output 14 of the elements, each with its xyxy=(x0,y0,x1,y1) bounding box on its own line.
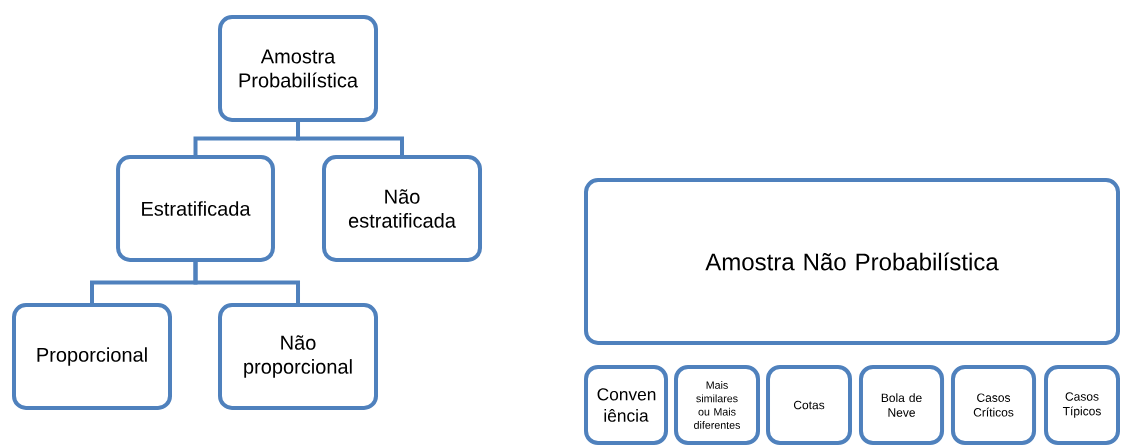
connector-line xyxy=(193,261,300,304)
box: Proporcional xyxy=(12,303,172,410)
box: Estratificada xyxy=(116,155,275,262)
connector-line xyxy=(296,121,404,156)
box: Não estratificada xyxy=(322,155,482,262)
box: Amostra Probabilística xyxy=(218,15,378,122)
box: Conven iência xyxy=(584,365,668,445)
box: Bola de Neve xyxy=(859,365,945,445)
box: Cotas xyxy=(766,365,852,445)
box: Casos Típicos xyxy=(1044,365,1120,445)
box: Amostra Não Probabilística xyxy=(584,178,1120,345)
box: Casos Críticos xyxy=(951,365,1037,445)
box: Mais similares ou Mais diferentes xyxy=(674,365,760,445)
box: Não proporcional xyxy=(218,303,378,410)
